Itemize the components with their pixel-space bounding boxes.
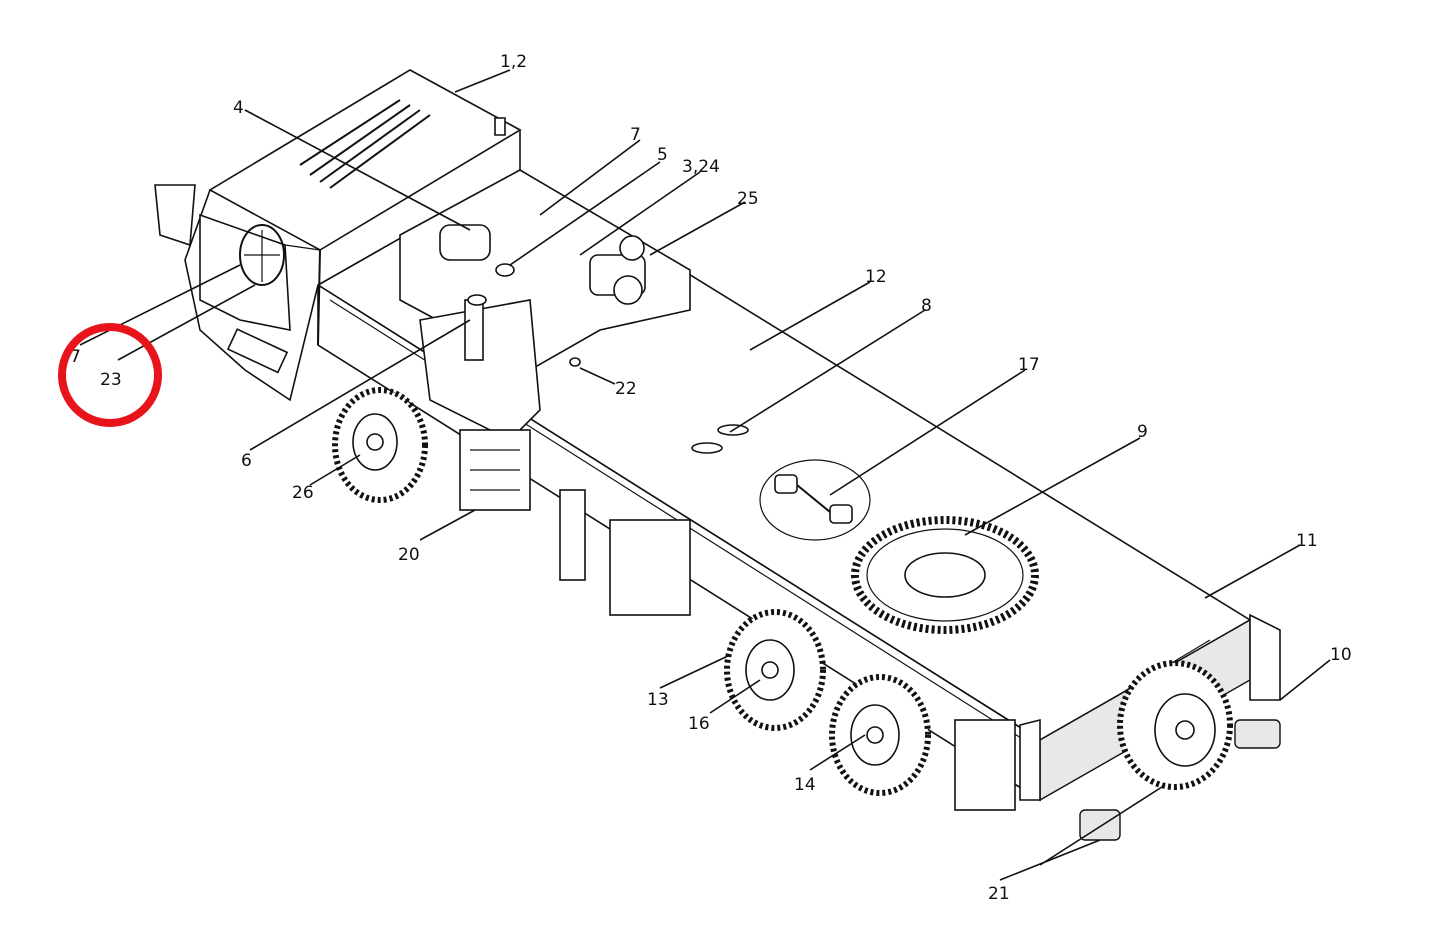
callout-7-cut: 7 (70, 347, 81, 367)
wheel-middle-1 (724, 609, 826, 731)
callout-20: 20 (398, 545, 420, 565)
engine-block (399, 169, 691, 441)
callout-3-24: 3,24 (682, 157, 720, 177)
callout-12: 12 (865, 267, 887, 287)
callout-14: 14 (794, 775, 816, 795)
roof-vent (299, 99, 431, 189)
callout-13: 13 (647, 690, 669, 710)
callout-22: 22 (615, 379, 637, 399)
callout-6: 6 (241, 451, 252, 471)
rear-frame (954, 613, 1281, 841)
callout-10: 10 (1330, 645, 1352, 665)
callout-23: 23 (100, 370, 122, 390)
callout-16: 16 (688, 714, 710, 734)
cab (154, 69, 522, 402)
leader-lines (79, 69, 1331, 881)
steering-wheel (239, 224, 285, 286)
side-ladder (459, 429, 691, 616)
wheel-front (332, 387, 428, 503)
callout-5: 5 (657, 145, 668, 165)
highlight-circle (58, 323, 162, 427)
slewing-ring (851, 516, 1039, 634)
wheel-rear (1117, 660, 1233, 790)
callout-26: 26 (292, 483, 314, 503)
callout-25: 25 (737, 189, 759, 209)
callout-4: 4 (233, 98, 244, 118)
callout-labels: 1,2 4 7 5 3,24 25 12 8 17 9 11 10 22 6 2… (70, 52, 1352, 904)
callout-17: 17 (1018, 355, 1040, 375)
callout-11: 11 (1296, 531, 1318, 551)
callout-7: 7 (630, 125, 641, 145)
callout-1-2: 1,2 (500, 52, 527, 72)
callout-9: 9 (1137, 422, 1148, 442)
callout-21: 21 (988, 884, 1010, 904)
wheel-middle-2 (829, 674, 931, 796)
callout-8: 8 (921, 296, 932, 316)
